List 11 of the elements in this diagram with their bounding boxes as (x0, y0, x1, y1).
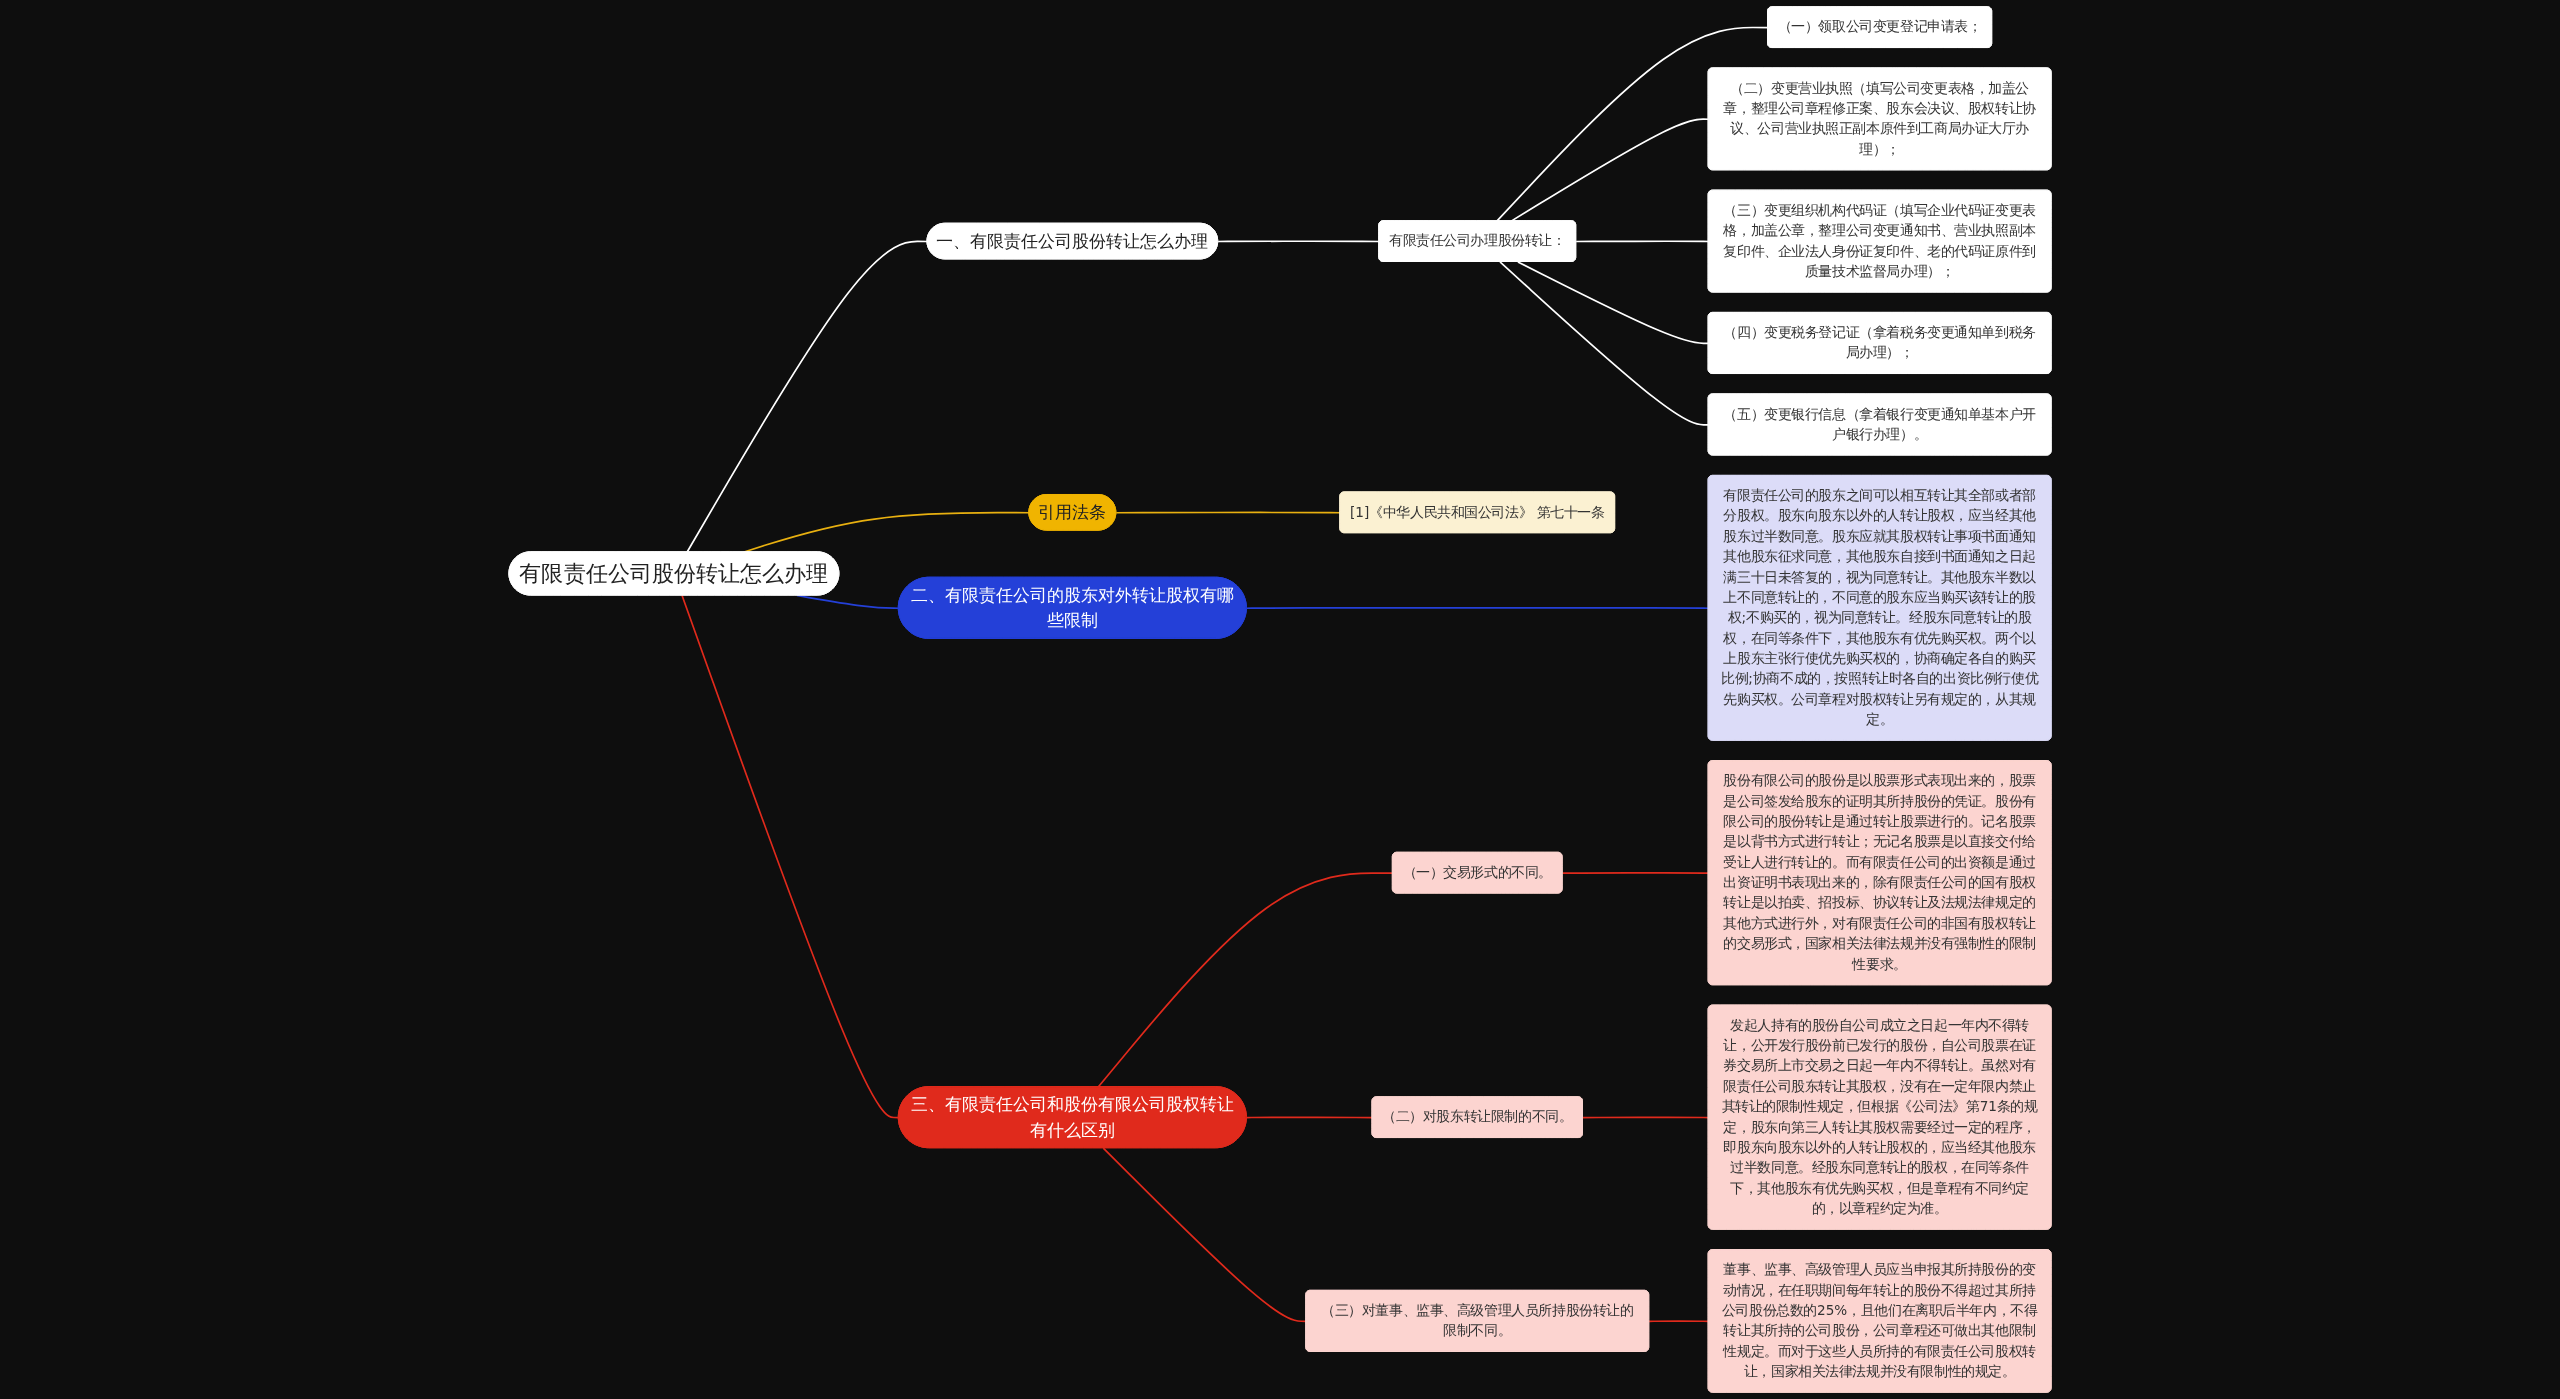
connector (1582, 1116, 1710, 1119)
connector (1097, 872, 1394, 1088)
connector (1499, 261, 1710, 426)
connector (1495, 26, 1769, 222)
connector (1575, 240, 1710, 243)
connector (1561, 871, 1710, 874)
connector (1648, 1320, 1710, 1323)
connector (1510, 118, 1710, 222)
connector (1517, 261, 1710, 345)
connector (1245, 606, 1710, 610)
connector (681, 594, 900, 1119)
